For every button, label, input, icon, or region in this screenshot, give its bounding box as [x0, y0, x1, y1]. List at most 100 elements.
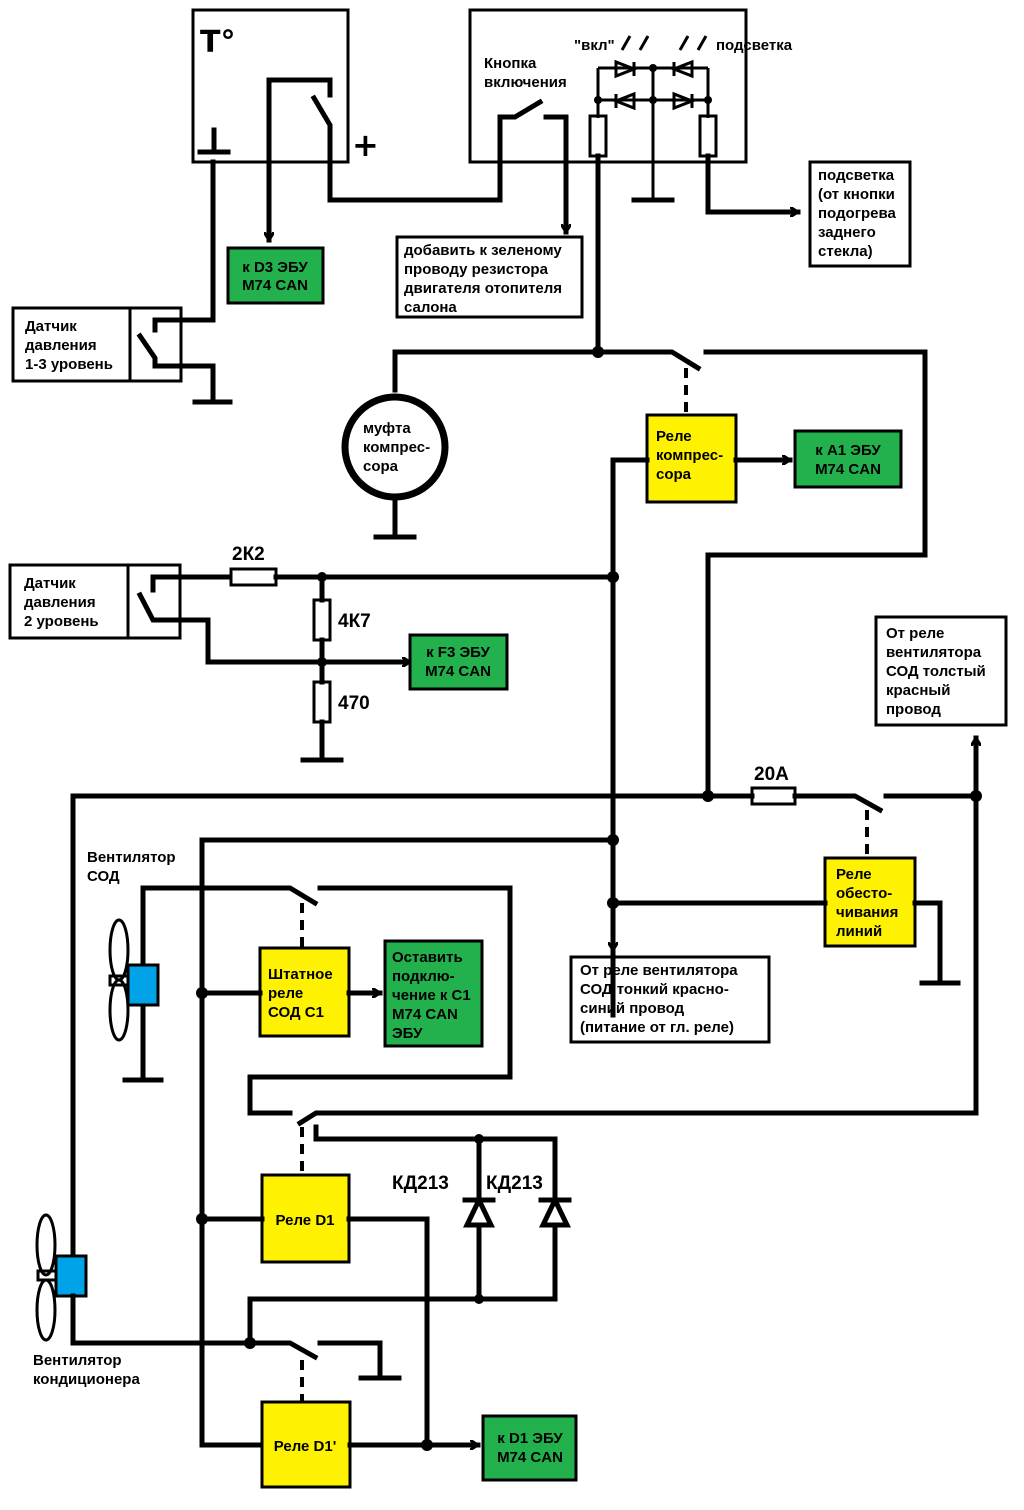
- diode-kd213-1: [462, 1194, 496, 1228]
- note-line: проводу резистора: [404, 261, 549, 278]
- sensor-label-line: давления: [25, 337, 97, 354]
- ground-symbol-internal: [197, 127, 231, 155]
- note-line: синий провод: [580, 1000, 685, 1017]
- radiator-fan-motor: [126, 963, 160, 1007]
- main-power-line: 20А Реле обесто- чивания линий: [70, 735, 982, 1258]
- fuse-label: 20А: [754, 764, 789, 785]
- button-unit-box: [468, 8, 748, 164]
- radiator-fan-label-1: Вентилятор: [87, 849, 176, 866]
- ecu-label-line: M74 CAN: [392, 1006, 458, 1023]
- ecu-label-line: подклю-: [392, 968, 455, 985]
- note-line: (питание от гл. реле): [580, 1019, 734, 1036]
- resistor-4k7: [312, 598, 332, 642]
- relay-label-line: Реле: [836, 866, 872, 883]
- light-emission-arrows: [620, 35, 708, 51]
- clutch-label-line: сора: [363, 458, 399, 475]
- sensor-label-line: Датчик: [24, 575, 76, 592]
- ecu-label-line: к А1 ЭБУ: [815, 442, 881, 459]
- radiator-fan-circuit: Вентилятор СОД Штатное реле СОД С1 Остав…: [87, 834, 619, 1448]
- sensor-label-line: 1-3 уровень: [25, 356, 113, 373]
- relay-label-line: обесто-: [836, 885, 892, 902]
- relay-label-line: сора: [656, 466, 692, 483]
- resistor-2k2: [229, 567, 278, 587]
- ac-fan-label-1: Вентилятор: [33, 1352, 122, 1369]
- ecu-d1-box: [481, 1414, 578, 1482]
- note-line: подогрева: [818, 205, 896, 222]
- ac-fan-circuit: Вентилятор кондиционера Реле D1' к D1 ЭБ…: [33, 1213, 578, 1489]
- ac-fan-motor: [54, 1254, 88, 1298]
- resistor-2k2-label: 2К2: [232, 544, 265, 565]
- note-line: стекла): [818, 243, 873, 260]
- thermoswitch-contact: [310, 94, 544, 203]
- sensor-label-line: давления: [24, 594, 96, 611]
- relay-label-line: чивания: [836, 904, 898, 921]
- note-line: заднего: [818, 224, 876, 241]
- led-on-1: [614, 59, 639, 79]
- pressure-sensor-1-3: Датчик давления 1-3 уровень: [11, 306, 233, 405]
- ecu-d3-line2: M74 CAN: [242, 277, 308, 294]
- relay-label-line: Реле D1': [274, 1438, 337, 1455]
- thick-red-wire-note: От реле вентилятора СОД толстый красный …: [874, 615, 1008, 727]
- note-line: От реле: [886, 625, 944, 642]
- note-line: провод: [886, 701, 941, 718]
- ecu-label-line: к F3 ЭБУ: [426, 644, 490, 661]
- relay-label-line: компрес-: [656, 447, 723, 464]
- ac-fan-icon: [35, 1213, 88, 1342]
- diode-kd213-2: [538, 1194, 572, 1228]
- compressor-circuit: муфта компрес- сора Реле компрес- сора к…: [341, 346, 928, 1018]
- fuse-20a: [750, 786, 797, 806]
- resistor-on: [588, 114, 608, 158]
- sensor-contact: [136, 591, 408, 665]
- sensor-contact: [136, 332, 216, 405]
- relay-label-line: СОД С1: [268, 1004, 324, 1021]
- note-line: От реле вентилятора: [580, 962, 738, 979]
- d1-relay-circuit: Реле D1 КД213 КД213: [196, 1124, 572, 1448]
- ecu-label-line: Оставить: [392, 949, 463, 966]
- clutch-label-line: муфта: [363, 420, 411, 437]
- relay-label-line: Реле D1: [276, 1212, 335, 1229]
- on-indicator-label: "вкл": [574, 37, 615, 54]
- note-line: красный: [886, 682, 950, 699]
- led-backlight-1: [669, 59, 694, 79]
- sensor-label-line: Датчик: [25, 318, 77, 335]
- ecu-label-line: M74 CAN: [425, 663, 491, 680]
- note-line: подсветка: [818, 167, 895, 184]
- button-unit: Кнопка включения "вкл" подсветка: [468, 8, 801, 355]
- relay-label-line: реле: [268, 985, 303, 1002]
- ecu-label-line: к D1 ЭБУ: [497, 1430, 563, 1447]
- relay-label-line: Штатное: [268, 966, 333, 983]
- ecu-a1-box: [793, 429, 903, 489]
- radiator-fan-label-2: СОД: [87, 868, 120, 885]
- button-label-1: Кнопка: [484, 55, 537, 72]
- d1-prime-relay: [260, 1400, 352, 1489]
- relay-label-line: Реле: [656, 428, 692, 445]
- note-line: двигателя отопителя: [404, 280, 562, 297]
- ecu-label-line: M74 CAN: [497, 1449, 563, 1466]
- note-line: салона: [404, 299, 457, 316]
- disconnect-relay: [823, 856, 917, 948]
- ecu-label-line: M74 CAN: [815, 461, 881, 478]
- stock-fan-relay: [258, 946, 351, 1038]
- note-line: СОД тонкий красно-: [580, 981, 729, 998]
- note-line: СОД толстый: [886, 663, 986, 680]
- led-on-2: [611, 91, 636, 111]
- note-line: (от кнопки: [818, 186, 895, 203]
- pressure-sensor-2: Датчик давления 2 уровень 2К2 4К7 470 к …: [8, 544, 619, 763]
- temperature-symbol: T°: [200, 25, 235, 60]
- diode-2-label: КД213: [486, 1173, 543, 1194]
- resistor-470: [312, 680, 332, 724]
- plus-symbol: +: [352, 126, 379, 164]
- ecu-d3-box: к D3 ЭБУ M74 CAN: [226, 246, 325, 305]
- sensor-label-line: 2 уровень: [24, 613, 99, 630]
- ecu-label-line: чение к С1: [392, 987, 471, 1004]
- ac-fan-label-2: кондиционера: [33, 1371, 140, 1388]
- backlight-source-note: подсветка (от кнопки подогрева заднего с…: [808, 160, 912, 268]
- ecu-label-line: ЭБУ: [392, 1025, 423, 1042]
- diode-1-label: КД213: [392, 1173, 449, 1194]
- button-label-2: включения: [484, 74, 567, 91]
- note-line: добавить к зеленому: [404, 242, 562, 259]
- ecu-f3-box: [408, 633, 509, 691]
- thin-red-blue-wire-note: От реле вентилятора СОД тонкий красно- с…: [569, 955, 771, 1044]
- heater-resistor-note: добавить к зеленому проводу резистора дв…: [395, 235, 584, 319]
